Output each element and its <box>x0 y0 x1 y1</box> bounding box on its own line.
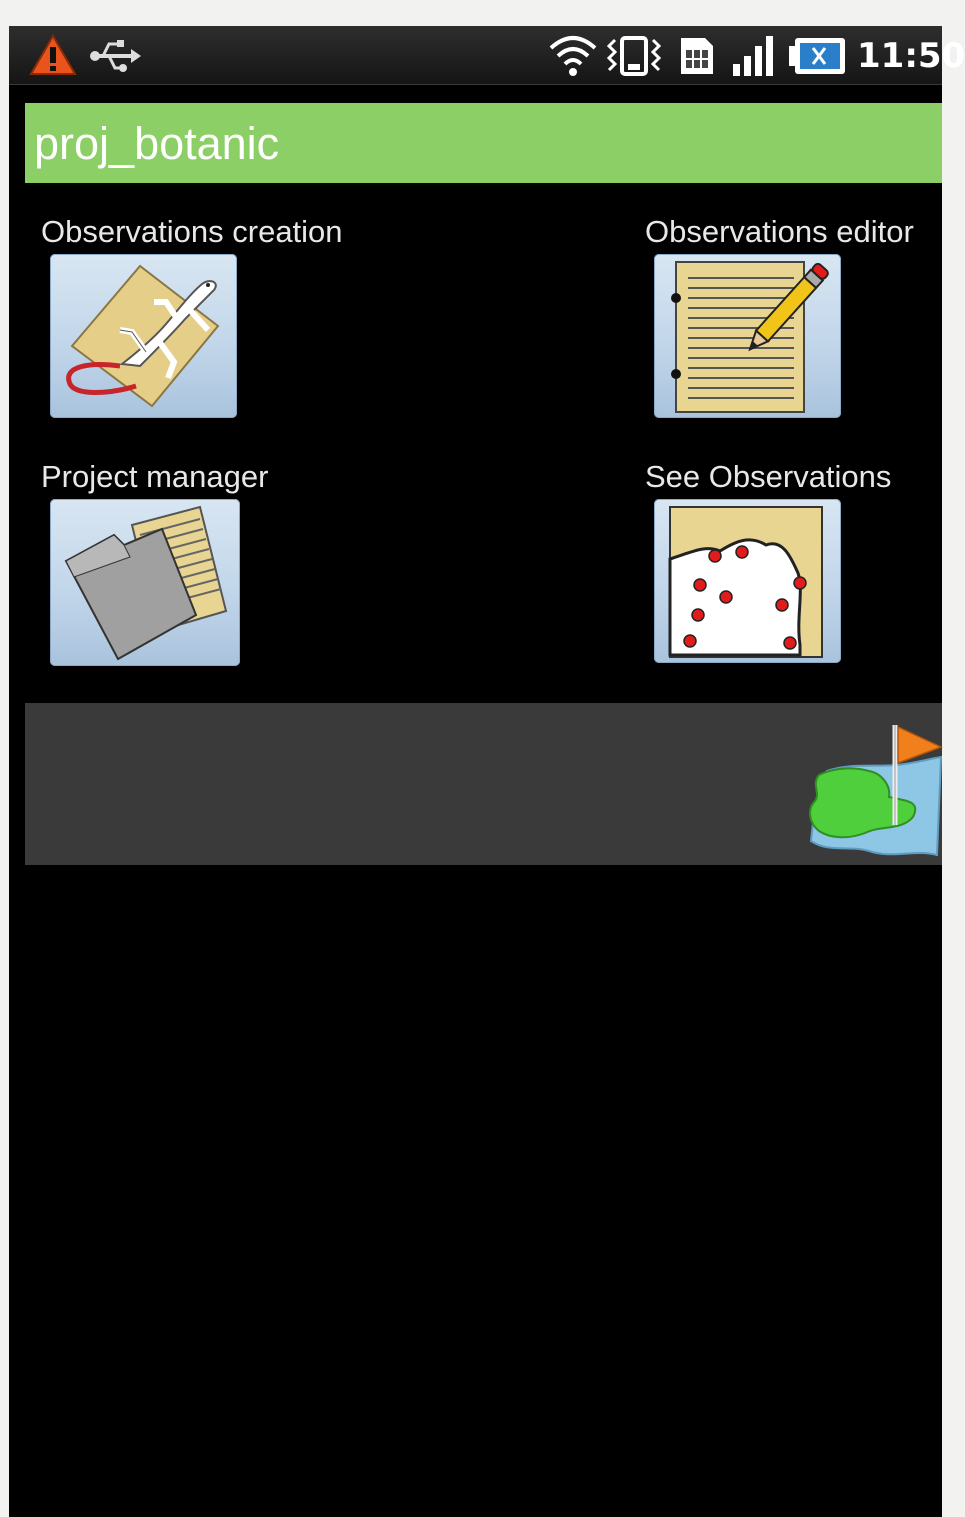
status-time: 11:50 <box>857 36 965 76</box>
map-flag-icon <box>809 725 943 857</box>
observations-editor-label: Observations editor <box>645 214 914 249</box>
observations-creation-button[interactable] <box>50 254 237 418</box>
lizard-map-icon <box>66 264 220 408</box>
folder-documents-icon <box>64 505 228 661</box>
see-observations-label: See Observations <box>645 459 892 494</box>
project-title: proj_botanic <box>34 118 280 169</box>
battery-charging-icon <box>787 36 847 80</box>
title-bar: proj_botanic <box>25 103 942 183</box>
observations-creation-tile[interactable]: Observations creation <box>41 214 381 424</box>
sim-card-icon <box>677 34 717 82</box>
project-manager-tile[interactable]: Project manager <box>41 459 381 671</box>
project-manager-label: Project manager <box>41 459 269 494</box>
signal-icon <box>731 34 779 82</box>
wifi-icon <box>547 32 599 82</box>
observations-editor-button[interactable] <box>654 254 841 418</box>
phone-screen: 11:50 proj_botanic Observations creation… <box>9 26 965 1517</box>
observation-points-map-icon <box>668 506 823 658</box>
bottom-bar <box>25 703 943 865</box>
warning-icon <box>29 34 77 80</box>
see-observations-button[interactable] <box>654 499 841 663</box>
observations-editor-tile[interactable]: Observations editor <box>645 214 942 424</box>
notepad-pencil-icon <box>671 261 829 413</box>
map-flag-button[interactable] <box>789 713 943 859</box>
see-observations-tile[interactable]: See Observations <box>645 459 942 671</box>
status-bar: 11:50 <box>9 26 965 85</box>
observations-creation-label: Observations creation <box>41 214 343 249</box>
vibrate-icon <box>605 34 663 82</box>
usb-icon <box>87 36 143 80</box>
project-manager-button[interactable] <box>50 499 240 666</box>
